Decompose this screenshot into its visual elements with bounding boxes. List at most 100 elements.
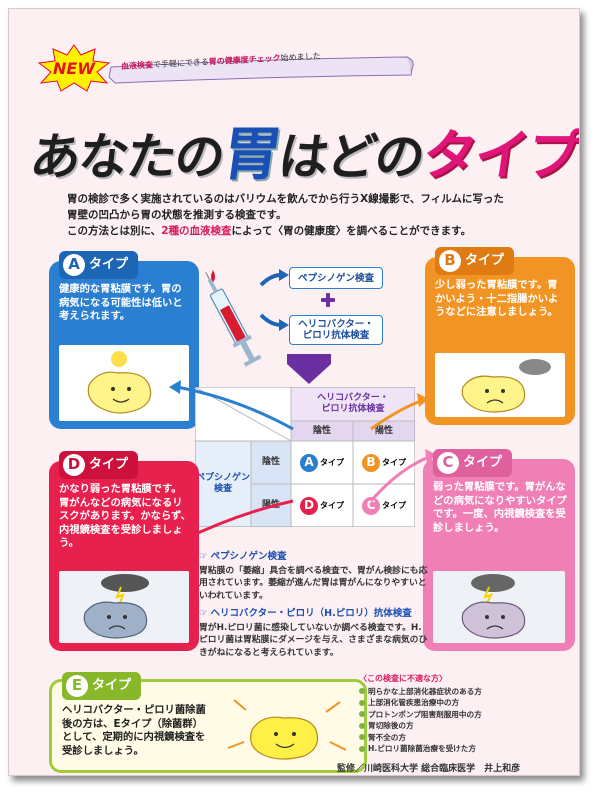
poster-page: NEW 血液検査で手軽にできる胃の健康度チェック始めました あなたの胃はどのタイ… <box>8 8 580 776</box>
list-item: 胃切除後の方 <box>359 720 569 732</box>
stomach-illustration <box>433 571 565 643</box>
type-b-text: 少し弱った胃粘膜です。胃かいよう・十二指腸かいようなどに注意しましょう。 <box>435 279 559 318</box>
list-item: 腎不全の方 <box>359 732 569 744</box>
list-item-text: プロトンポンプ阻害剤服用中の方 <box>368 709 482 719</box>
type-a-text: 健康的な胃粘膜です。胃の病気になる可能性は低いと考えられます。 <box>59 283 183 322</box>
list-item: 明らかな上部消化器症状のある方 <box>359 686 569 698</box>
matrix-col-positive: 陽性 <box>374 425 393 436</box>
type-e-letter: E <box>66 675 88 697</box>
pepsinogen-test-box: ペプシノゲン検査 <box>289 267 383 289</box>
title-part1: あなたの <box>26 128 227 186</box>
type-e-card: E タイプ ヘリコバクター・ピロリ菌除菌後の方は、Eタイプ（除菌群）として、定期… <box>49 672 367 773</box>
bullet-icon <box>359 711 365 718</box>
matrix-row-header-2: 検査 <box>213 484 232 494</box>
list-item-text: 腎不全の方 <box>368 732 406 742</box>
pepsinogen-info-title: ☞ペプシノゲン検査 <box>199 551 429 564</box>
type-d-text: かなり弱った胃粘膜です。胃がんなどの病気になるリスクがあります。かならず、内視鏡… <box>59 483 191 549</box>
matrix-cell-c-letter: C <box>362 496 380 515</box>
type-a-card: A タイプ 健康的な胃粘膜です。胃の病気になる可能性は低いと考えられます。 <box>49 251 199 429</box>
type-a-letter: A <box>63 254 85 276</box>
pointer-hand-icon: ☞ <box>199 608 208 619</box>
title-part3: はどの <box>274 128 427 186</box>
not-applicable-section: 〈この検査に不適な方〉 明らかな上部消化器症状のある方 上部消化管疾患治療中の方… <box>359 673 569 755</box>
helicobacter-test-label-1: ヘリコバクター・ <box>298 319 374 330</box>
intro-line3-a: この方法とは別に、 <box>67 225 162 237</box>
type-b-word: タイプ <box>465 253 505 269</box>
list-item-text: 上部消化管疾患治療中の方 <box>368 698 460 707</box>
bullet-icon <box>359 688 365 695</box>
intro-line3-b: によって〈胃の健康度〉を調べることができます。 <box>231 225 472 237</box>
stomach-illustration <box>59 345 189 421</box>
bullet-icon <box>359 722 365 729</box>
title-part4: タイプ？ <box>418 124 580 187</box>
type-c-letter: C <box>437 452 459 474</box>
type-b-card: B タイプ 少し弱った胃粘膜です。胃かいよう・十二指腸かいようなどに注意しましょ… <box>425 247 575 425</box>
list-item-text: H.ピロリ菌除菌治療を受けた方 <box>368 744 476 753</box>
banner-middle: で手軽にできる <box>152 57 209 70</box>
bullet-icon <box>359 745 365 752</box>
matrix-col-header: ヘリコバクター・ ピロリ抗体検査 <box>291 387 415 421</box>
type-b-letter: B <box>439 250 461 272</box>
intro-text: 胃の検診で多く実施されているのはバリウムを飲んでから行うX線撮影で、フィルムに写… <box>67 191 547 239</box>
type-d-card: D タイプ かなり弱った胃粘膜です。胃がんなどの病気になるリスクがあります。かな… <box>49 451 199 651</box>
matrix-col-header-2: ピロリ抗体検査 <box>321 404 385 414</box>
matrix-row-positive: 陽性 <box>261 500 280 510</box>
pepsinogen-info-title-text: ペプシノゲン検査 <box>210 551 287 562</box>
matrix-cell-c-label: タイプ <box>382 501 406 510</box>
bullet-icon <box>359 734 365 741</box>
stomach-illustration <box>216 688 358 766</box>
type-d-label: D タイプ <box>59 451 139 479</box>
helicobacter-info-title-text: ヘリコバクター・ピロリ（H.ピロリ）抗体検査 <box>210 608 412 619</box>
type-e-word: タイプ <box>92 678 132 694</box>
test-info-section: ☞ペプシノゲン検査 胃粘膜の「萎縮」具合を調べる検査で、胃がん検診にも応用されて… <box>199 551 429 665</box>
helicobacter-test-box: ヘリコバクター・ ピロリ抗体検査 <box>289 315 383 345</box>
new-badge-label: NEW <box>53 59 96 78</box>
matrix-cell-d-label: タイプ <box>320 501 344 510</box>
down-arrow-icon <box>287 354 331 384</box>
helicobacter-info-text: 胃がH.ピロリ菌に感染していないか調べる検査です。H.ピロリ菌は胃粘膜にダメージ… <box>199 622 428 658</box>
blood-drop-icon <box>211 270 215 282</box>
type-e-label: E タイプ <box>62 672 142 700</box>
pointer-hand-icon: ☞ <box>199 551 208 562</box>
stomach-illustration <box>59 571 189 643</box>
type-a-word: タイプ <box>89 257 129 273</box>
banner-highlight-1: 血液検査 <box>120 60 154 71</box>
not-applicable-list: 明らかな上部消化器症状のある方 上部消化管疾患治療中の方 プロトンポンプ阻害剤服… <box>359 686 569 755</box>
type-b-label: B タイプ <box>435 247 515 275</box>
matrix-row-header-1: ペプシノゲン <box>195 473 250 483</box>
page-title: あなたの胃はどのタイプ？ <box>27 107 579 188</box>
list-item-text: 胃切除後の方 <box>368 721 414 730</box>
matrix-cell-b-letter: B <box>362 453 380 472</box>
bullet-icon <box>359 699 365 706</box>
type-c-card: C タイプ 弱った胃粘膜です。胃がんなどの病気になりやすいタイプです。一度、内視… <box>423 449 575 651</box>
banner-ending: 始めました <box>280 51 321 63</box>
type-e-text: ヘリコバクター・ピロリ菌除菌後の方は、Eタイプ（除菌群）として、定期的に内視鏡検… <box>62 704 206 757</box>
matrix-cell-d-letter: D <box>300 496 318 515</box>
not-applicable-title: 〈この検査に不適な方〉 <box>359 674 447 683</box>
matrix-cell-a-label: タイプ <box>320 458 344 467</box>
type-d-letter: D <box>63 454 85 476</box>
type-a-label: A タイプ <box>59 251 139 279</box>
supervisor-credit: 監修／川崎医科大学 総合臨床医学 井上和彦 <box>337 764 521 774</box>
title-part2: 胃 <box>218 120 285 188</box>
intro-line2: 胃壁の凹凸から胃の状態を推測する検査です。 <box>67 209 287 221</box>
list-item: 上部消化管疾患治療中の方 <box>359 697 569 709</box>
matrix-col-header-1: ヘリコバクター・ <box>317 393 389 403</box>
plus-icon <box>321 293 335 307</box>
arrow-icon <box>259 269 289 331</box>
type-d-word: タイプ <box>89 457 129 473</box>
syringe-icon <box>205 270 262 367</box>
list-item: プロトンポンプ阻害剤服用中の方 <box>359 709 569 721</box>
type-c-word: タイプ <box>463 455 503 471</box>
new-badge: NEW <box>37 44 111 92</box>
matrix-cell-a-letter: A <box>300 453 318 472</box>
result-matrix: ヘリコバクター・ ピロリ抗体検査 陰性 陽性 ペプシノゲン 検査 陰性 陽性 A… <box>195 387 415 527</box>
intro-line3-highlight: 2種の血液検査 <box>161 225 232 237</box>
matrix-row-negative: 陰性 <box>261 457 280 467</box>
helicobacter-info-title: ☞ヘリコバクター・ピロリ（H.ピロリ）抗体検査 <box>199 608 429 621</box>
banner-ribbon <box>108 56 414 84</box>
intro-line1: 胃の検診で多く実施されているのはバリウムを飲んでから行うX線撮影で、フィルムに写… <box>67 193 504 205</box>
type-c-text: 弱った胃粘膜です。胃がんなどの病気になりやすいタイプです。一度、内視鏡検査を受診… <box>433 481 567 534</box>
pepsinogen-info-text: 胃粘膜の「萎縮」具合を調べる検査で、胃がん検診にも応用されています。萎縮が進んだ… <box>199 565 428 601</box>
